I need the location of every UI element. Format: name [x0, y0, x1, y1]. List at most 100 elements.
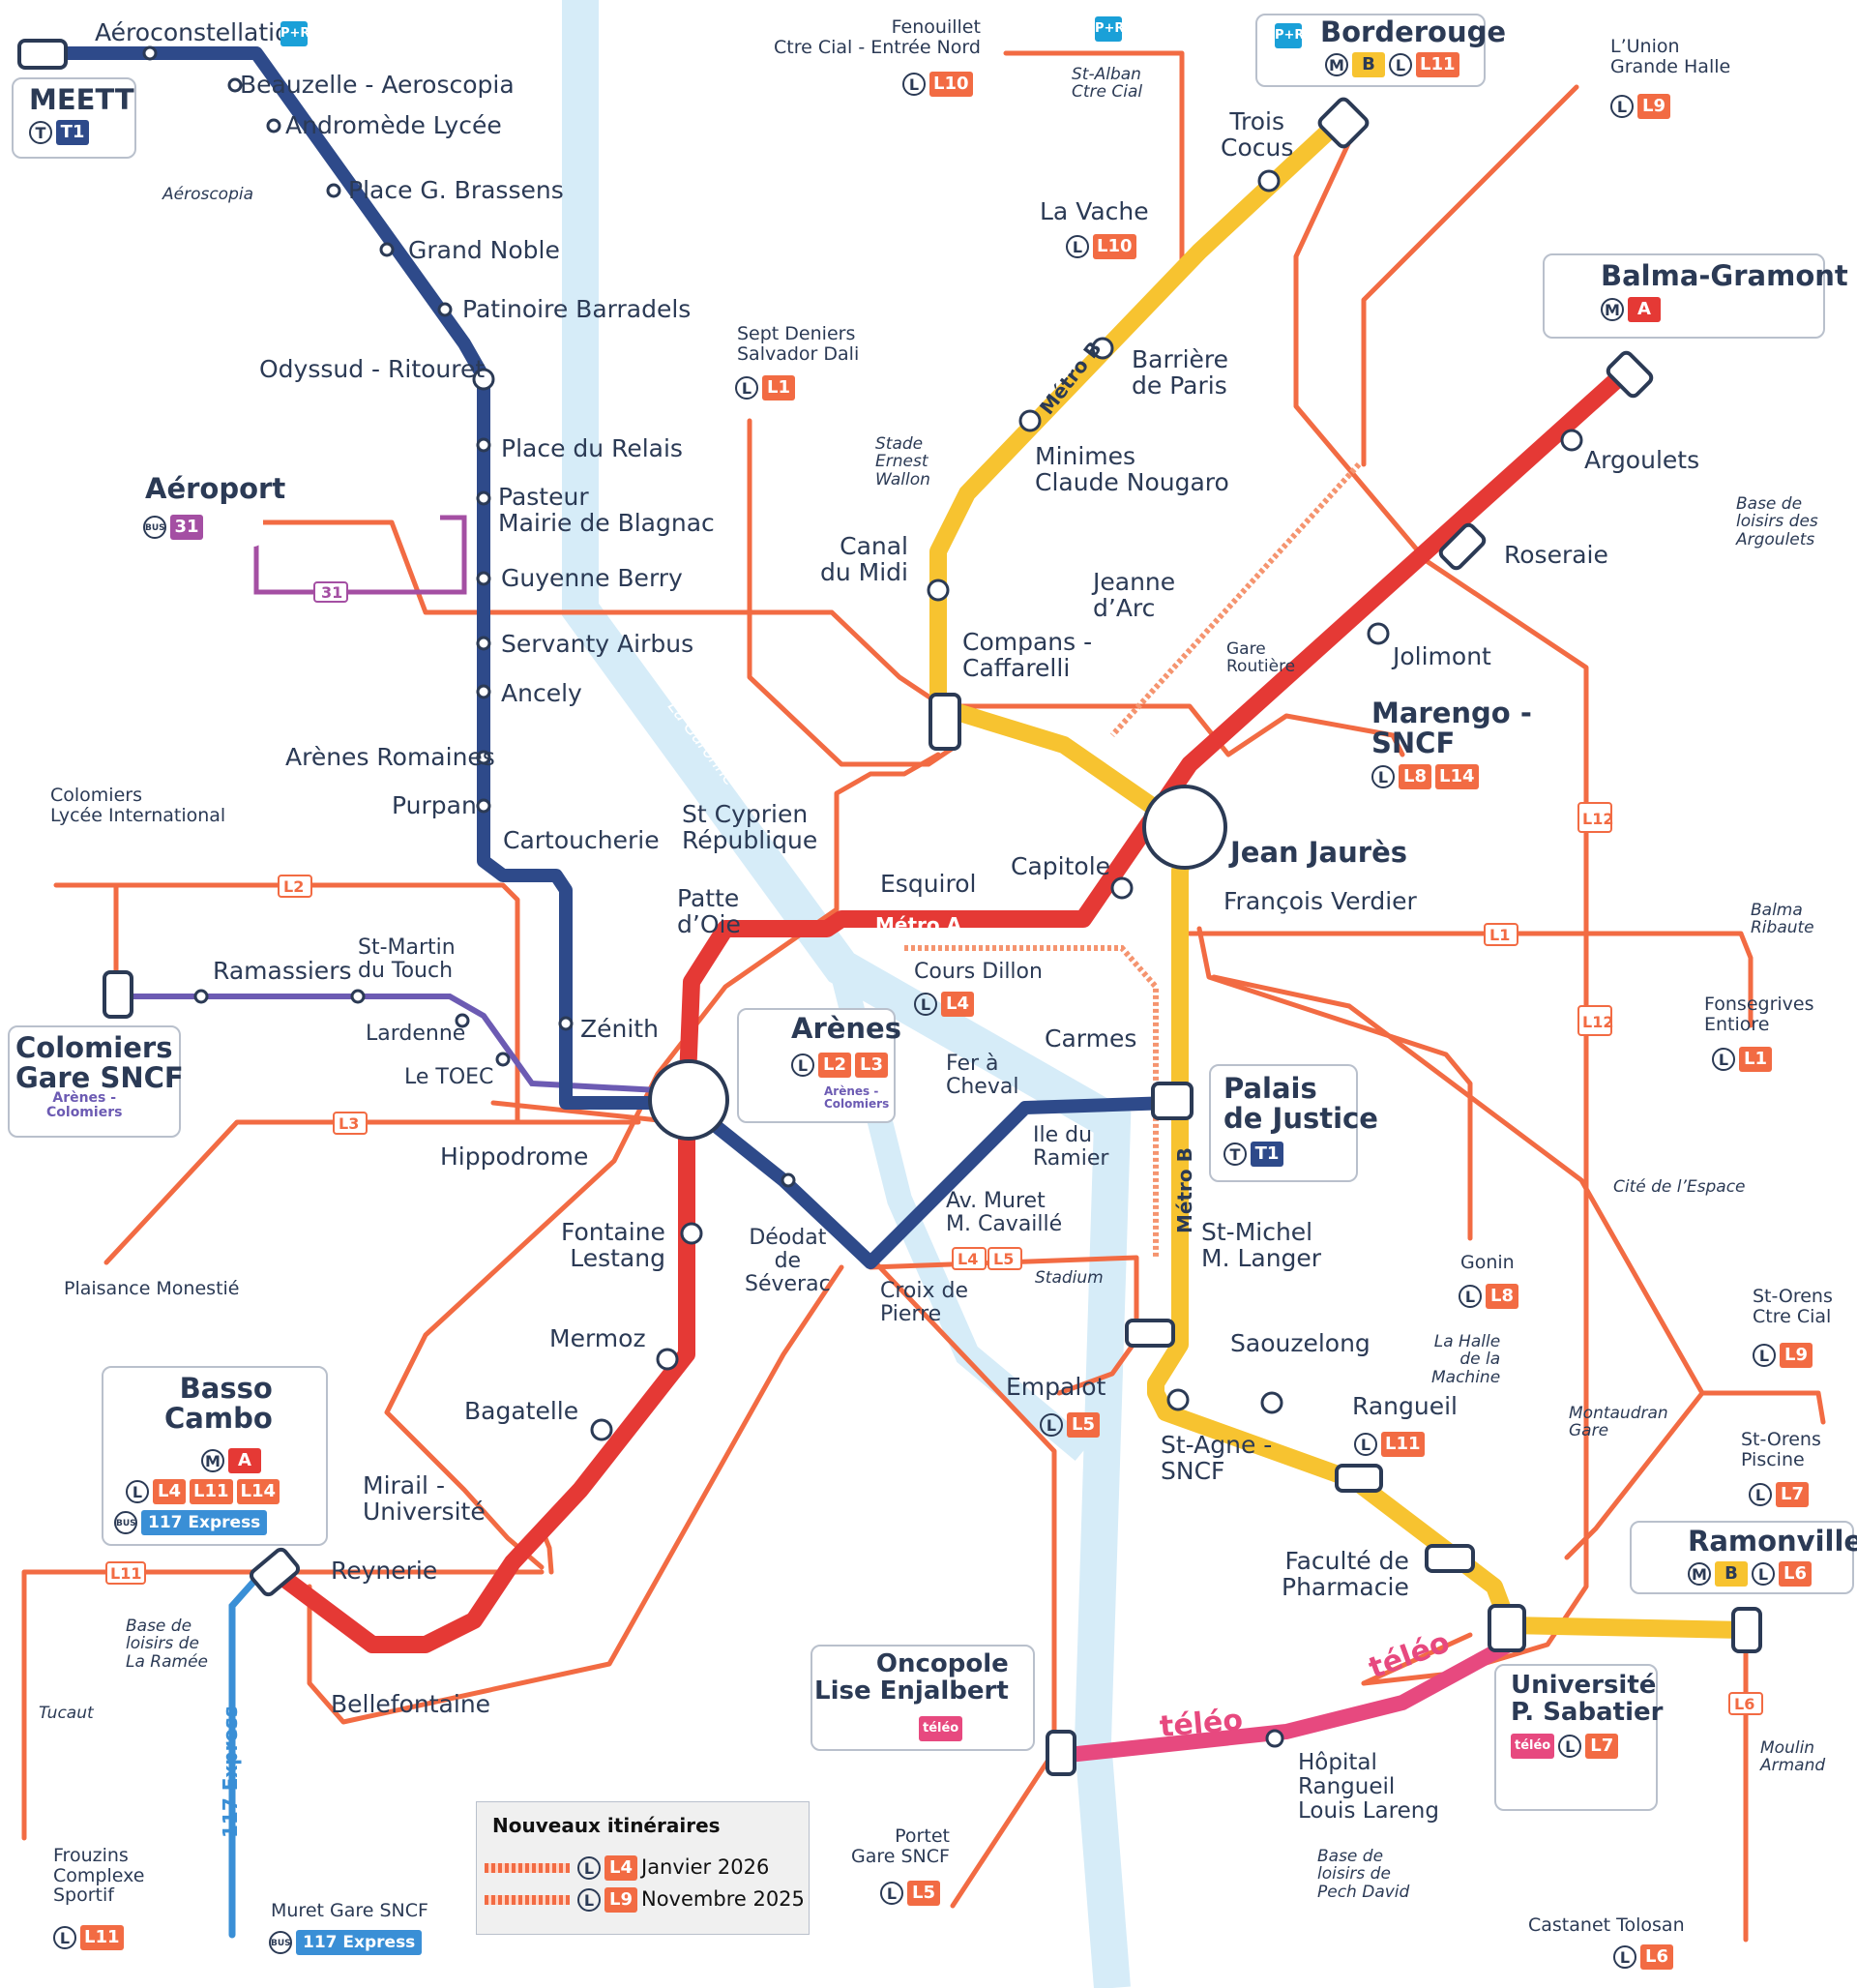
station-minimes[interactable]: Minimes Claude Nougaro [1035, 442, 1229, 496]
l4-badge: L4 [941, 992, 974, 1017]
station-francois-verdier[interactable]: François Verdier [1223, 887, 1417, 915]
station-castanet[interactable]: Castanet Tolosan [1528, 1914, 1685, 1936]
station-ancely[interactable]: Ancely [501, 679, 582, 707]
station-grand-noble[interactable]: Grand Noble [408, 236, 560, 264]
station-barradels[interactable]: Patinoire Barradels [462, 295, 692, 323]
station-compans[interactable]: Compans - Caffarelli [962, 628, 1093, 682]
legend-title: Nouveaux itinéraires [492, 1814, 721, 1837]
station-oncopole[interactable]: Oncopole Lise Enjalbert [814, 1649, 1009, 1706]
station-balma-ribaute[interactable]: Balma Ribaute [1751, 901, 1814, 938]
station-carmes[interactable]: Carmes [1045, 1024, 1137, 1053]
station-fenouillet[interactable]: Fenouillet Ctre Cial - Entrée Nord [774, 16, 981, 58]
station-aeroport[interactable]: Aéroport [145, 472, 286, 505]
station-fonsegrives[interactable]: Fonsegrives Entiore [1704, 994, 1814, 1035]
station-zenith[interactable]: Zénith [580, 1015, 659, 1043]
station-st-alban[interactable]: St-Alban Ctre Cial [1072, 65, 1143, 103]
station-bellefontaine[interactable]: Bellefontaine [331, 1690, 491, 1718]
station-saouzelong[interactable]: Saouzelong [1230, 1329, 1371, 1357]
route-t1 [29, 46, 1171, 1269]
station-ramonville[interactable]: Ramonville [1688, 1525, 1857, 1558]
station-fer-cheval[interactable]: Fer à Cheval [946, 1052, 1019, 1099]
station-faculte[interactable]: Faculté de Pharmacie [1282, 1547, 1409, 1601]
stop-barradels [437, 302, 453, 317]
station-empalot[interactable]: Empalot [1006, 1373, 1106, 1401]
station-meett[interactable]: MEETT [29, 83, 134, 116]
station-bagatelle[interactable]: Bagatelle [464, 1397, 579, 1425]
station-marengo[interactable]: Marengo - SNCF [1371, 697, 1532, 760]
station-union[interactable]: L’Union Grande Halle [1610, 36, 1731, 77]
station-mermoz[interactable]: Mermoz [549, 1324, 646, 1352]
stadium-caption: Stadium [1035, 1268, 1104, 1288]
station-av-muret[interactable]: Av. Muret M. Cavaillé [946, 1189, 1063, 1236]
station-arenes[interactable]: Arènes [791, 1012, 901, 1045]
station-mirail[interactable]: Mirail - Université [363, 1471, 486, 1526]
station-colomiers-gare[interactable]: Colomiers Gare SNCF [15, 1031, 184, 1095]
station-guyenne[interactable]: Guyenne Berry [501, 564, 683, 592]
station-lardenne[interactable]: Lardenne [366, 1022, 466, 1046]
station-hippodrome[interactable]: Hippodrome [440, 1142, 589, 1171]
station-roseraie[interactable]: Roseraie [1504, 541, 1608, 569]
interchanges [17, 39, 1762, 1776]
station-esquirol[interactable]: Esquirol [880, 870, 977, 898]
station-ile-ramier[interactable]: Ile du Ramier [1033, 1123, 1109, 1171]
station-cours-dillon[interactable]: Cours Dillon [914, 960, 1043, 984]
station-st-orens-piscine[interactable]: St-Orens Piscine [1741, 1429, 1821, 1470]
station-jolimont[interactable]: Jolimont [1393, 642, 1491, 670]
station-odyssud[interactable]: Odyssud - Ritouret [259, 355, 486, 383]
station-barriere[interactable]: Barrière de Paris [1132, 345, 1229, 400]
station-jeanne[interactable]: Jeanne d’Arc [1093, 568, 1176, 622]
station-portet[interactable]: Portet Gare SNCF [851, 1825, 950, 1867]
station-ramassiers[interactable]: Ramassiers [213, 957, 352, 985]
cite-espace-caption: Cité de l’Espace [1613, 1177, 1746, 1197]
station-moulin[interactable]: Moulin Armand [1760, 1738, 1826, 1776]
station-jean-jaures[interactable]: Jean Jaurès [1230, 836, 1408, 869]
station-place-relais[interactable]: Place du Relais [501, 434, 683, 462]
station-trois-cocus[interactable]: Trois Cocus [1221, 107, 1294, 162]
station-sept-deniers[interactable]: Sept Deniers Salvador Dali [737, 323, 860, 365]
station-borderouge[interactable]: Borderouge [1320, 15, 1507, 48]
station-pasteur[interactable]: Pasteur Mairie de Blagnac [498, 483, 715, 537]
station-muret[interactable]: Muret Gare SNCF [271, 1900, 428, 1921]
station-rangueil[interactable]: Rangueil [1352, 1392, 1458, 1420]
station-st-cyprien[interactable]: St Cyprien République [682, 800, 818, 854]
station-le-toec[interactable]: Le TOEC [404, 1065, 494, 1089]
stop-aeroconstellation [142, 45, 158, 61]
station-la-vache[interactable]: La Vache [1040, 197, 1149, 225]
station-capitole[interactable]: Capitole [1011, 852, 1111, 880]
station-reynerie[interactable]: Reynerie [331, 1557, 438, 1585]
station-aeroconstellation[interactable]: Aéroconstellation [95, 18, 306, 46]
station-st-michel[interactable]: St-Michel M. Langer [1201, 1218, 1322, 1272]
station-deodat[interactable]: Déodat de Séverac [745, 1226, 831, 1296]
station-patte-oie[interactable]: Patte d’Oie [677, 884, 741, 938]
station-croix-pierre[interactable]: Croix de Pierre [880, 1279, 969, 1326]
station-gare-routiere[interactable]: Gare Routière [1226, 639, 1296, 677]
station-palais-justice[interactable]: Palais de Justice [1223, 1072, 1378, 1136]
station-gonin[interactable]: Gonin [1460, 1252, 1515, 1273]
station-plaisance[interactable]: Plaisance Monestié [64, 1278, 240, 1299]
station-basso-cambo[interactable]: Basso Cambo [164, 1372, 273, 1436]
station-st-martin[interactable]: St-Martin du Touch [358, 935, 456, 983]
station-st-orens-ctre[interactable]: St-Orens Ctre Cial [1753, 1286, 1833, 1327]
station-servanty[interactable]: Servanty Airbus [501, 630, 694, 658]
stop-purpan [476, 798, 491, 814]
station-beauzelle[interactable]: Beauzelle - Aeroscopia [240, 71, 515, 99]
station-argoulets[interactable]: Argoulets [1584, 446, 1700, 474]
station-brassens[interactable]: Place G. Brassens [348, 176, 564, 204]
station-fontaine[interactable]: Fontaine Lestang [561, 1218, 665, 1272]
station-balma-gramont[interactable]: Balma-Gramont [1601, 259, 1848, 292]
station-purpan[interactable]: Purpan [392, 791, 477, 819]
station-hopital[interactable]: Hôpital Rangueil Louis Lareng [1298, 1750, 1439, 1824]
station-colomiers-lycee[interactable]: Colomiers Lycée International [50, 785, 226, 826]
station-canal[interactable]: Canal du Midi [820, 532, 908, 586]
station-tucaut[interactable]: Tucaut [39, 1704, 94, 1723]
station-st-agne[interactable]: St-Agne - SNCF [1161, 1431, 1273, 1485]
station-arenes-romaines[interactable]: Arènes Romaines [285, 743, 495, 771]
station-andromede[interactable]: Andromède Lycée [285, 111, 502, 139]
station-montaudran[interactable]: Montaudran Gare [1569, 1404, 1668, 1441]
teleo-badge: téléo [919, 1716, 963, 1741]
station-up-sabatier[interactable]: Université P. Sabatier [1511, 1671, 1664, 1728]
station-cartoucherie[interactable]: Cartoucherie [503, 826, 660, 854]
station-frouzins[interactable]: Frouzins Complexe Sportif [53, 1845, 145, 1907]
